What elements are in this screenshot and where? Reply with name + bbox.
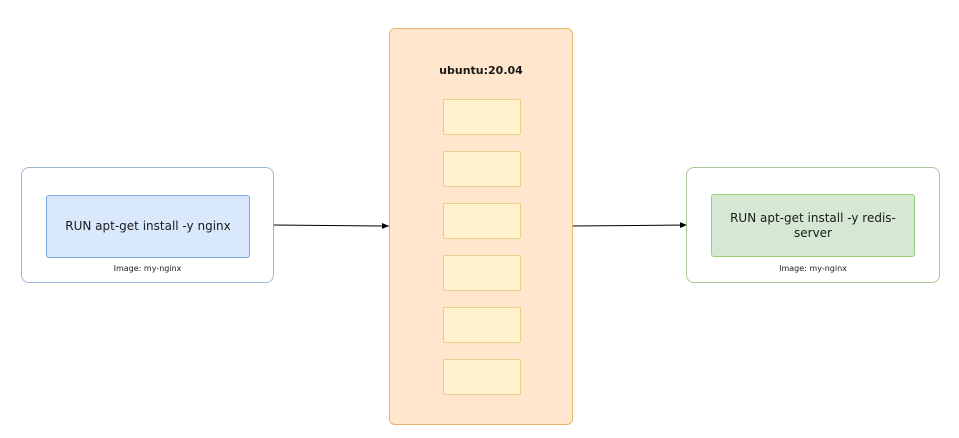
right-instruction-text: RUN apt-get install -y redis-server bbox=[730, 210, 896, 240]
base-image-title: ubuntu:20.04 bbox=[439, 64, 523, 77]
base-layer-1[interactable] bbox=[443, 99, 521, 135]
arrow-base-to-right bbox=[571, 222, 688, 229]
left-instruction-box[interactable]: RUN apt-get install -y nginx bbox=[46, 195, 250, 258]
arrow-left-to-base bbox=[272, 222, 390, 229]
right-image-container[interactable]: RUN apt-get install -y redis-server Imag… bbox=[686, 167, 940, 283]
base-layer-3[interactable] bbox=[443, 203, 521, 239]
base-image-container[interactable]: ubuntu:20.04 bbox=[389, 28, 573, 425]
base-layer-2[interactable] bbox=[443, 151, 521, 187]
base-layer-5[interactable] bbox=[443, 307, 521, 343]
left-instruction-text: RUN apt-get install -y nginx bbox=[65, 219, 231, 233]
right-image-caption: Image: my-nginx bbox=[779, 264, 847, 273]
base-layer-4[interactable] bbox=[443, 255, 521, 291]
base-layer-6[interactable] bbox=[443, 359, 521, 395]
right-instruction-box[interactable]: RUN apt-get install -y redis-server bbox=[711, 194, 915, 257]
left-image-container[interactable]: RUN apt-get install -y nginx Image: my-n… bbox=[21, 167, 274, 283]
left-image-caption: Image: my-nginx bbox=[113, 264, 182, 273]
